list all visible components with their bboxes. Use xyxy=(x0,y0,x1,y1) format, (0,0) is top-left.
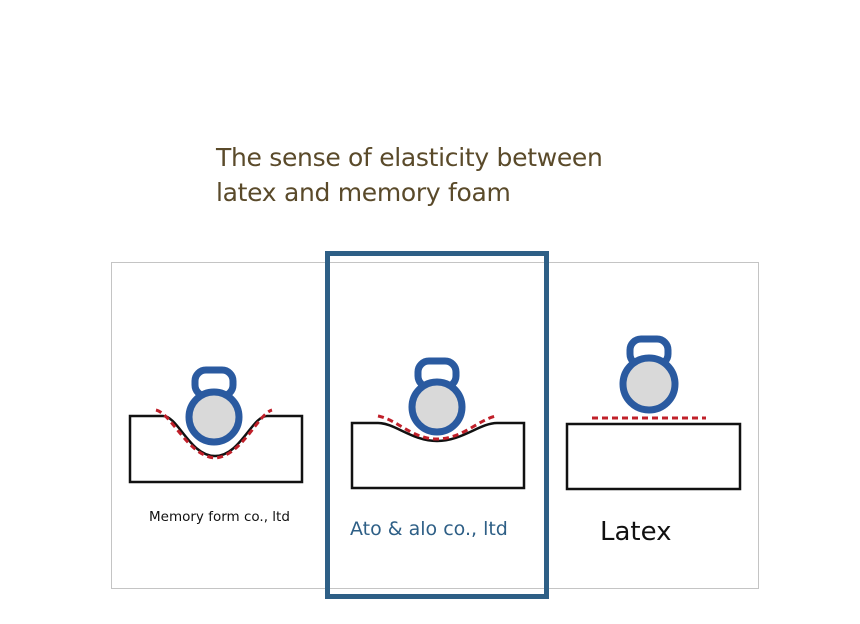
kettlebell-icon xyxy=(185,366,243,446)
diagram-title: The sense of elasticity between latex an… xyxy=(216,140,656,210)
latex-label: Latex xyxy=(600,517,672,547)
ato-alo-pressure-line xyxy=(377,414,497,441)
ato-alo-block xyxy=(350,421,526,490)
ato-alo-illustration xyxy=(350,357,526,490)
comparison-frame xyxy=(111,262,759,589)
ato-alo-label: Ato & alo co., ltd xyxy=(350,518,508,540)
latex-block xyxy=(565,422,742,491)
memory-foam-illustration xyxy=(128,366,304,484)
highlight-frame xyxy=(325,251,549,599)
title-line-1: The sense of elasticity between xyxy=(216,143,603,172)
kettlebell-icon xyxy=(408,357,466,436)
kettlebell-icon xyxy=(619,335,679,414)
title-line-2: latex and memory foam xyxy=(216,178,511,207)
latex-illustration xyxy=(565,335,742,491)
memory-foam-label: Memory form co., ltd xyxy=(149,509,290,525)
memory-foam-block xyxy=(128,414,304,484)
